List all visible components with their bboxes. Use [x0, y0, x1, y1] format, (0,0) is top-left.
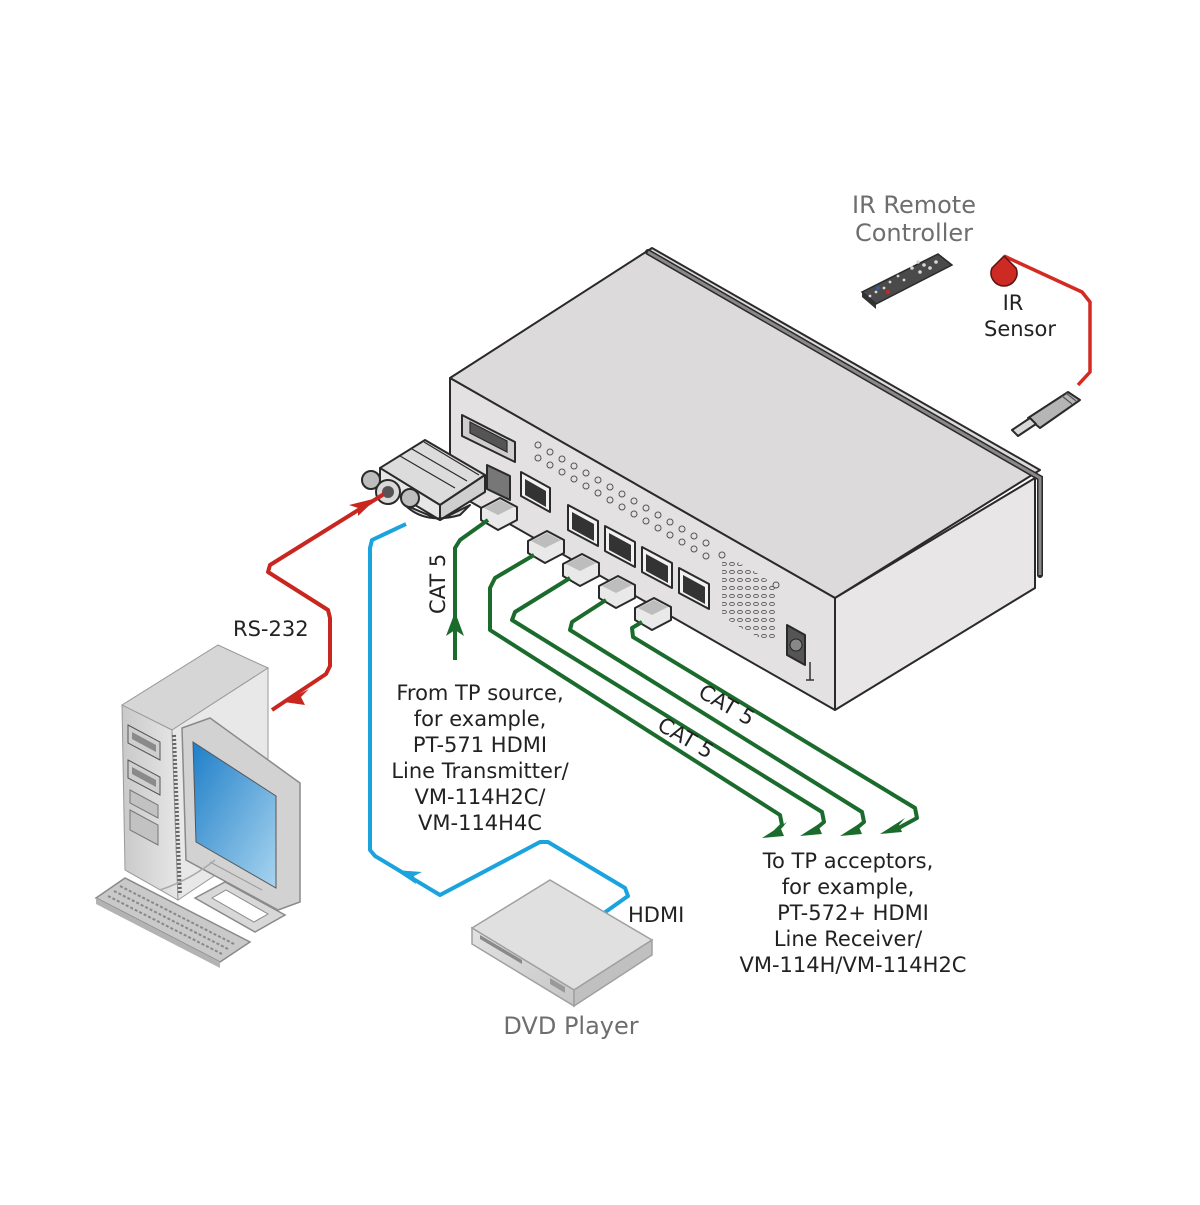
rs232-cable	[266, 492, 386, 712]
arrow-up-left-icon	[395, 870, 422, 884]
rj45-plug-output-2	[562, 553, 600, 587]
rj45-output-port-4	[678, 567, 710, 610]
power-jack	[786, 624, 814, 681]
rj45-output-port-2	[604, 525, 636, 568]
source-note-line: From TP source,	[396, 681, 563, 705]
rj45-output-port-1	[567, 504, 599, 547]
cat5-input-cable	[446, 518, 490, 660]
hdmi-label: HDMI	[628, 903, 684, 927]
ir-sensor-cable	[1003, 254, 1092, 387]
arrow-up-icon	[446, 612, 464, 636]
rj45-plug-output-3	[598, 575, 636, 609]
db9-plug-connector	[361, 439, 486, 521]
rj45-output-port-3	[641, 546, 673, 589]
acceptor-note-line: PT-572+ HDMI	[777, 901, 929, 925]
switcher-side	[834, 477, 1036, 711]
ir-remote-label-line1: IR Remote	[852, 191, 976, 219]
db9-port	[461, 414, 516, 463]
hdmi-cable	[368, 522, 630, 915]
rj45-plug-output-4	[634, 597, 672, 631]
acceptor-note-line: VM-114H/VM-114H2C	[740, 953, 967, 977]
dvd-player-icon	[470, 879, 654, 1008]
cat5-vertical-label: CAT 5	[426, 554, 450, 614]
source-note-line: VM-114H2C/	[414, 785, 546, 809]
source-note-line: Line Transmitter/	[391, 759, 569, 783]
ir-sensor-label-line2: Sensor	[984, 317, 1056, 341]
arrow-down-left-icon	[840, 820, 865, 836]
rj45-plug-output-1	[527, 530, 565, 564]
cat5-output-arrowheads	[762, 818, 905, 838]
monitor-screen	[192, 741, 277, 889]
cat5-output-cables	[488, 553, 919, 837]
arrow-down-left-icon	[762, 822, 787, 838]
acceptor-note-line: To TP acceptors,	[762, 849, 934, 873]
ir-remote-label-line2: Controller	[855, 219, 973, 247]
arrow-down-left-icon	[800, 820, 825, 836]
av-switcher-icon	[449, 247, 1043, 711]
ir-sensor-label-line1: IR	[1003, 291, 1024, 315]
acceptor-note: To TP acceptors, for example, PT-572+ HD…	[740, 849, 967, 977]
desktop-computer-icon	[94, 644, 301, 968]
source-note-line: VM-114H4C	[418, 811, 542, 835]
cat5-output-cable-2	[510, 576, 826, 834]
remote-control-icon	[860, 253, 954, 309]
dvd-player-label: DVD Player	[503, 1012, 638, 1040]
speaker-grille	[722, 559, 775, 642]
terminal-block	[486, 464, 511, 501]
source-note-line: PT-571 HDMI	[413, 733, 547, 757]
rj45-input-port	[520, 471, 551, 513]
cat5-upper-label: CAT 5	[695, 680, 759, 731]
cat5-output-cable-1	[488, 553, 784, 837]
arrow-down-left-icon	[880, 818, 905, 834]
acceptor-note-line: Line Receiver/	[774, 927, 923, 951]
vent-dots	[534, 441, 710, 560]
cat5-output-cable-4	[630, 620, 919, 832]
rs232-label: RS-232	[233, 617, 309, 641]
arrow-icon	[349, 498, 377, 516]
arrow-icon	[284, 689, 309, 705]
rj45-plug-input	[480, 497, 518, 531]
source-note-line: for example,	[414, 707, 547, 731]
acceptor-note-line: for example,	[782, 875, 915, 899]
ir-sensor-icon	[990, 254, 1018, 287]
audio-jack-plug	[1011, 391, 1081, 437]
cat5-output-cable-3	[568, 598, 866, 834]
source-note: From TP source, for example, PT-571 HDMI…	[391, 681, 569, 835]
